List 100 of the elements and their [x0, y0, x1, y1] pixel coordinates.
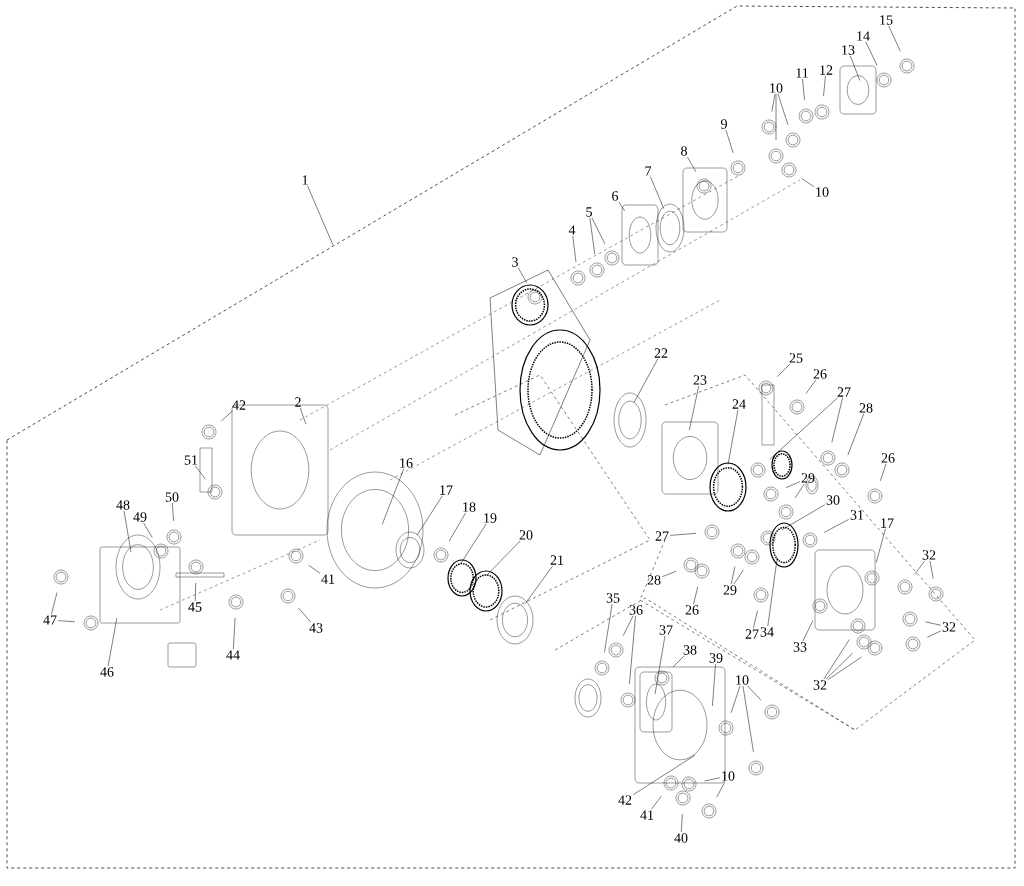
leader-line [57, 620, 76, 623]
callout-number: 14 [857, 31, 870, 41]
leader-line [172, 502, 174, 522]
leader-line [629, 615, 636, 685]
leader-line [308, 564, 321, 574]
leader-line [687, 156, 697, 173]
leader-line [880, 463, 887, 482]
leader-line [448, 512, 466, 542]
callout-number: 20 [519, 530, 533, 540]
leader-line [591, 217, 606, 244]
callout-number: 15 [880, 15, 893, 25]
callout-number: 7 [645, 166, 652, 176]
callout-number: 48 [116, 500, 130, 510]
leader-line [927, 630, 942, 638]
leader-line [775, 93, 777, 141]
leader-line [589, 217, 596, 255]
callout-number: 43 [309, 623, 323, 633]
callout-number: 26 [881, 453, 895, 463]
callout-number: 32 [942, 622, 956, 632]
leader-line [416, 495, 443, 536]
leader-line [693, 586, 699, 605]
callout-number: 12 [820, 65, 833, 75]
leader-line [769, 397, 838, 460]
callout-number: 21 [550, 555, 564, 565]
leader-line [525, 565, 553, 604]
callout-number: 37 [659, 625, 673, 635]
callout-number: 10 [816, 187, 829, 197]
leader-line [381, 468, 404, 525]
callout-number: 16 [400, 458, 413, 468]
leader-line [747, 685, 762, 701]
leader-line [888, 25, 901, 52]
leader-line [307, 185, 334, 246]
leader-line [460, 523, 487, 564]
leader-line [767, 557, 778, 627]
leader-line [777, 363, 791, 377]
leader-line [731, 566, 736, 585]
callout-number: 8 [681, 146, 687, 156]
callout-number: 1 [302, 175, 308, 185]
callout-number: 6 [612, 191, 619, 201]
callout-number: 24 [732, 399, 746, 409]
callout-number: 17 [440, 485, 453, 495]
leader-line [712, 663, 716, 707]
leader-line [299, 407, 307, 425]
callout-number: 32 [922, 550, 936, 560]
callout-number: 45 [188, 602, 202, 612]
callout-number: 42 [618, 795, 632, 805]
leader-line [914, 560, 925, 575]
leader-line [777, 93, 789, 126]
callout-number: 32 [813, 680, 827, 690]
callout-number: 47 [43, 615, 57, 625]
leader-line [485, 540, 521, 576]
leader-line [753, 610, 758, 629]
callout-number: 31 [850, 510, 864, 520]
callout-number: 34 [760, 627, 774, 637]
leader-line [929, 560, 934, 579]
leader-line [802, 78, 805, 101]
callout-number: 42 [232, 400, 246, 410]
leader-line [518, 267, 528, 284]
callout-number: 29 [723, 585, 737, 595]
callout-number: 41 [640, 810, 654, 820]
callout-number: 5 [586, 207, 592, 217]
leader-line [742, 685, 754, 753]
leader-line [805, 379, 817, 394]
leader-line [107, 617, 118, 667]
leader-line [681, 813, 683, 833]
leader-line [672, 655, 685, 668]
leader-line [823, 519, 850, 533]
leader-line [771, 93, 776, 112]
callout-number: 49 [133, 512, 147, 522]
callout-number: 13 [842, 45, 855, 55]
leader-line [651, 795, 662, 810]
callout-number: 46 [100, 667, 114, 677]
leader-line [802, 620, 814, 642]
leader-line [825, 652, 853, 680]
callout-number: 27 [745, 629, 759, 639]
callout-number: 2 [295, 397, 301, 407]
callout-number: 30 [826, 495, 840, 505]
leader-line [51, 592, 58, 615]
leader-line [618, 201, 625, 212]
callout-number: 19 [484, 513, 497, 523]
callout-number: 29 [801, 473, 815, 483]
leader-line [632, 754, 696, 795]
callout-number: 25 [789, 353, 803, 363]
callout-number: 9 [720, 119, 727, 129]
leader-line [801, 178, 815, 187]
leader-line [704, 777, 721, 782]
callout-number: 4 [568, 225, 576, 235]
leader-line [785, 481, 801, 488]
leader-line [823, 75, 826, 97]
callout-number: 38 [683, 645, 697, 655]
leader-line [725, 129, 734, 154]
leader-line [572, 235, 577, 263]
leader-line [727, 409, 739, 465]
leader-line [831, 397, 843, 443]
leader-line [794, 483, 805, 499]
callout-number: 10 [736, 675, 749, 685]
callout-number: 28 [859, 403, 873, 413]
leader-line [730, 685, 741, 714]
leader-line [875, 528, 886, 563]
leader-line [622, 615, 634, 636]
